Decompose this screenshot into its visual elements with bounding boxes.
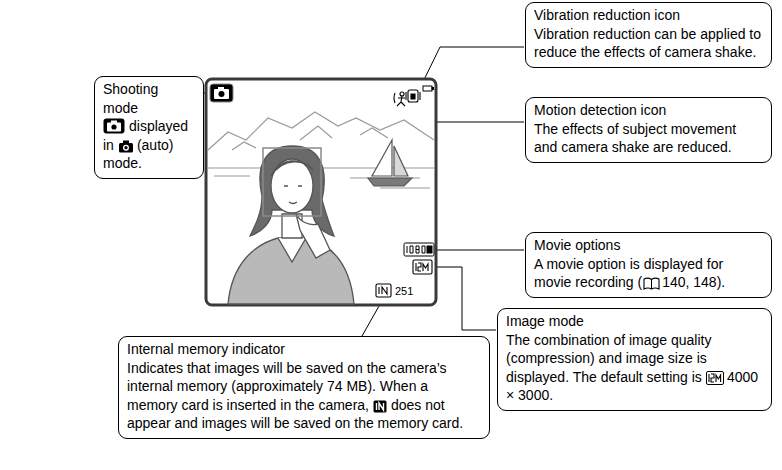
inline-icon [373,400,387,413]
inline-icon [118,140,134,153]
icon-part [107,123,121,132]
movie-option-icon [427,246,432,253]
sailboat [372,140,392,176]
shooting-mode-icon [219,91,225,97]
vibration-reduction-icon [411,94,415,99]
motion-detection-icon [397,96,405,106]
icon-part [124,146,127,149]
movie-option-icon [404,243,434,256]
callout-body: The effects of subject movement and came… [534,120,763,157]
callout-heading: Shooting mode [103,80,195,117]
battery-icon [423,86,432,91]
shooting-mode-icon [218,87,224,90]
shooting-mode-icon [214,89,229,99]
callout-box: Vibration reduction iconVibration reduct… [525,2,772,68]
callout-text: The effects of subject movement and came… [534,121,736,156]
woman-figure [228,238,354,304]
vibration-reduction-icon [408,90,418,102]
motion-detection-icon [394,92,405,106]
woman-figure [296,214,330,258]
movie-option-icon [407,246,425,253]
vibration-reduction-icon [406,92,420,100]
icon-part [123,144,129,150]
image-mode-icon [416,263,428,271]
icon-part [111,121,117,124]
battery-icon [423,86,434,91]
callout-body: Indicates that images will be saved on t… [127,359,481,433]
icon-part [376,403,383,410]
callout-text: Vibration reduction can be applied to re… [534,26,761,61]
landscape [208,112,434,150]
callout-box: Shooting modedisplayed in(auto) mode. [94,76,204,179]
callout-text: The combination of image quality (compre… [506,332,711,385]
battery-icon [432,88,434,90]
callout-heading: Vibration reduction icon [534,6,763,25]
callout-box: Image modeThe combination of image quali… [497,308,772,411]
internal-memory-icon [379,287,387,294]
leader-lines [437,250,524,251]
vibration-reduction-icon [406,90,420,102]
sailboat [368,178,412,186]
callout-heading: Motion detection icon [534,101,763,120]
woman-figure [250,146,334,236]
leader-lines [433,267,496,330]
callout-box: Motion detection iconThe effects of subj… [525,97,772,163]
woman-figure [228,146,354,304]
shooting-mode-icon [210,84,233,102]
icon-part [119,143,133,153]
icon-part [111,124,116,129]
callout-text: 140, 148). [662,274,725,290]
focus-frame [263,148,321,216]
motion-detection-icon [400,92,404,96]
inline-icon [706,371,724,385]
internal-memory-icon [376,284,391,297]
landscape [232,126,388,150]
woman-figure [271,159,313,213]
movie-option-icon [404,243,434,256]
icon-part [373,400,386,412]
sailboat [368,140,412,186]
internal-memory-icon [376,284,391,297]
icon-part [706,371,723,384]
leader-lines [204,47,524,336]
callout-box: Movie optionsA movie option is displayed… [525,232,772,298]
woman-figure [271,161,313,176]
lcd-screen [206,79,436,305]
callout-body: The combination of image quality (compre… [506,331,763,405]
callout-body: displayed in(auto) mode. [103,117,195,173]
callout-heading: Movie options [534,236,763,255]
icon-part [104,119,125,134]
callout-body: Vibration reduction can be applied to re… [534,25,763,62]
woman-figure [284,186,302,204]
sailboat [394,146,408,176]
motion-detection-icon [394,93,395,103]
lcd-screen [206,79,436,305]
callout-box: Internal memory indicatorIndicates that … [118,336,490,439]
callout-heading: Image mode [506,312,763,331]
image-mode-icon [413,260,432,274]
icon-part [651,280,652,290]
callout-heading: Internal memory indicator [127,340,481,359]
icon-part [123,140,129,143]
callout-body: A movie option is displayed for movie re… [534,255,763,292]
inline-icon [643,277,660,290]
shooting-mode-icon [210,84,233,102]
image-mode-icon [413,260,432,274]
woman-figure [278,238,306,262]
icon-part [709,374,721,382]
frame-count: 251 [395,285,413,297]
inline-icon [103,118,125,134]
icon-part [644,278,659,289]
